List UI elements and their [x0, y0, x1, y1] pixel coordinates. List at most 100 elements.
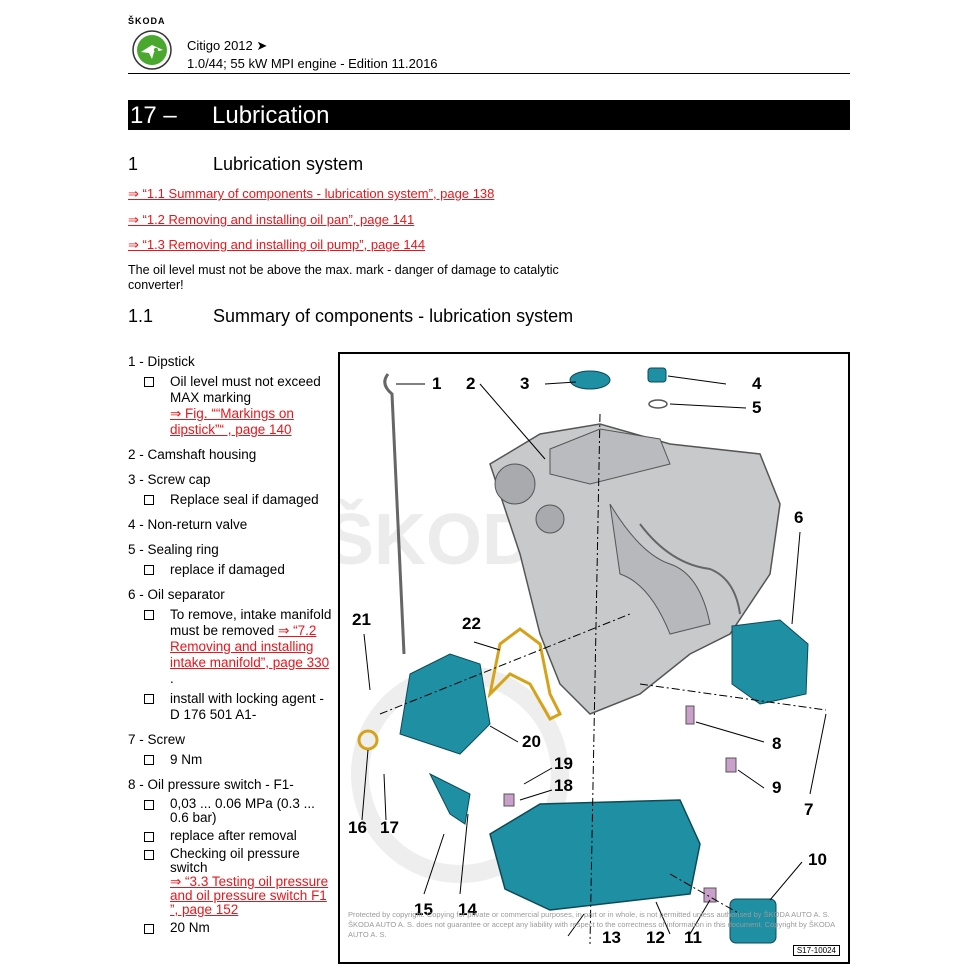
legend-bullet: 9 Nm — [128, 752, 333, 768]
bullet-text: Checking oil pressure switch — [170, 846, 300, 875]
legend-item-5: 5 - Sealing ring replace if damaged — [128, 542, 333, 578]
legend-bullet: replace after removal — [128, 829, 333, 843]
legend-bullet: 20 Nm — [128, 921, 333, 935]
figure-id: S17-10024 — [792, 945, 840, 956]
exploded-view-figure: ŠKODA — [338, 352, 850, 964]
callout-20: 20 — [522, 732, 541, 751]
chapter-title: Lubrication — [212, 102, 330, 129]
bullet-tail: . — [170, 671, 174, 686]
legend-bullet: 0,03 ... 0.06 MPa (0.3 ... 0.6 bar) — [128, 797, 333, 825]
gasket — [487, 627, 563, 721]
legend-item-label: 7 - Screw — [128, 732, 186, 747]
subsection-title: Summary of components - lubrication syst… — [213, 306, 574, 326]
legend-bullet: Checking oil pressure switch ⇒ “3.3 Test… — [128, 847, 333, 917]
callout-13: 13 — [602, 928, 621, 947]
oil-separator — [731, 619, 809, 705]
sealing-ring — [648, 399, 668, 409]
legend-item-1: 1 - Dipstick Oil level must not exceed M… — [128, 354, 333, 438]
link-oil-pan[interactable]: ⇒ “1.2 Removing and installing oil pan”,… — [128, 212, 415, 227]
non-return-valve — [647, 367, 667, 383]
bolt-part — [503, 793, 515, 807]
checkbox-icon — [144, 924, 154, 934]
axis-line — [669, 873, 741, 915]
screw-part — [725, 757, 737, 773]
callout-3: 3 — [520, 374, 530, 393]
bullet-text: install with locking agent - D 176 501 A… — [170, 691, 324, 722]
legend-bullet: Oil level must not exceed MAX marking ⇒ … — [128, 374, 333, 438]
oil-pressure-switch — [685, 705, 695, 725]
callout-14: 14 — [458, 900, 477, 919]
legend-bullet: To remove, intake manifold must be remov… — [128, 607, 333, 687]
leader-lines — [361, 375, 827, 937]
chapter-number: 17 – — [130, 102, 177, 129]
legend-item-2: 2 - Camshaft housing — [128, 447, 333, 463]
callout-12: 12 — [646, 928, 665, 947]
callout-19: 19 — [554, 754, 573, 773]
dipstick — [383, 373, 406, 655]
link-oil-pump[interactable]: ⇒ “1.3 Removing and installing oil pump”… — [128, 237, 426, 252]
legend-item-label: 5 - Sealing ring — [128, 542, 219, 557]
legend-item-label: 3 - Screw cap — [128, 472, 211, 487]
legend-item-label: 1 - Dipstick — [128, 354, 195, 369]
legend-bullet: install with locking agent - D 176 501 A… — [128, 691, 333, 723]
callout-9: 9 — [772, 778, 782, 797]
callout-8: 8 — [772, 734, 782, 753]
chapter-heading: 17 – Lubrication — [128, 100, 850, 130]
checkbox-icon — [144, 377, 154, 387]
drain-plug — [703, 887, 717, 903]
oil-filter — [729, 898, 777, 944]
callout-7: 7 — [804, 800, 814, 819]
axis-line — [639, 683, 827, 711]
callout-6: 6 — [794, 508, 804, 527]
callout-18: 18 — [554, 776, 573, 795]
section-title: Lubrication system — [213, 154, 364, 174]
oil-pan — [489, 799, 701, 911]
component-legend: 1 - Dipstick Oil level must not exceed M… — [128, 354, 333, 944]
callout-10: 10 — [808, 850, 827, 869]
axis-line — [379, 613, 631, 715]
brand-name: ŠKODA — [128, 16, 166, 26]
checkbox-icon — [144, 565, 154, 575]
callout-5: 5 — [752, 398, 762, 417]
bullet-link-wrap: ⇒ “7.2 Removing and installing intake ma… — [170, 623, 329, 686]
legend-item-4: 4 - Non-return valve — [128, 517, 333, 533]
camshaft-sprocket — [494, 463, 536, 505]
legend-item-8: 8 - Oil pressure switch - F1- 0,03 ... 0… — [128, 777, 333, 935]
bullet-text: 20 Nm — [170, 920, 210, 935]
bullet-text: replace if damaged — [170, 562, 285, 577]
header-divider — [128, 73, 850, 74]
callout-21: 21 — [352, 610, 371, 629]
legend-item-label: 4 - Non-return valve — [128, 517, 248, 532]
engine-subtitle: 1.0/44; 55 kW MPI engine - Edition 11.20… — [187, 56, 438, 71]
link-summary-of-components[interactable]: ⇒ “1.1 Summary of components - lubricati… — [128, 186, 495, 201]
bullet-text: To remove, intake manifold must be remov… — [170, 607, 332, 638]
subsection-number: 1.1 — [128, 306, 154, 326]
callout-4: 4 — [752, 374, 762, 393]
link-dipstick-markings[interactable]: ⇒ Fig. ““Markings on dipstick”“ , page 1… — [170, 406, 294, 437]
bullet-text: 9 Nm — [170, 752, 203, 767]
legend-item-6: 6 - Oil separator To remove, intake mani… — [128, 587, 333, 723]
intake-manifold — [609, 503, 711, 635]
bullet-text: replace after removal — [170, 828, 297, 843]
warning-note: The oil level must not be above the max.… — [128, 263, 559, 292]
callout-15: 15 — [414, 900, 433, 919]
o-ring — [357, 729, 379, 751]
section-number: 1 — [128, 154, 139, 174]
link-intake-manifold[interactable]: ⇒ “7.2 Removing and installing intake ma… — [170, 623, 330, 670]
skoda-logo-icon — [132, 30, 172, 70]
checkbox-icon — [144, 850, 154, 860]
bullet-text: 0,03 ... 0.06 MPa (0.3 ... 0.6 bar) — [170, 796, 315, 825]
legend-item-3: 3 - Screw cap Replace seal if damaged — [128, 472, 333, 508]
copyright-notice: Protected by copyright. Copying for priv… — [348, 910, 835, 939]
callout-17: 17 — [380, 818, 399, 837]
intake-manifold-runner — [639, 523, 741, 615]
checkbox-icon — [144, 495, 154, 505]
checkbox-icon — [144, 755, 154, 765]
legend-item-label: 2 - Camshaft housing — [128, 447, 257, 462]
bullet-text: Oil level must not exceed MAX marking — [170, 374, 321, 405]
checkbox-icon — [144, 800, 154, 810]
link-oil-pressure-test[interactable]: ⇒ “3.3 Testing oil pressure and oil pres… — [170, 874, 329, 917]
legend-item-7: 7 - Screw 9 Nm — [128, 732, 333, 768]
callout-2: 2 — [466, 374, 476, 393]
legend-item-label: 8 - Oil pressure switch - F1- — [128, 777, 294, 792]
